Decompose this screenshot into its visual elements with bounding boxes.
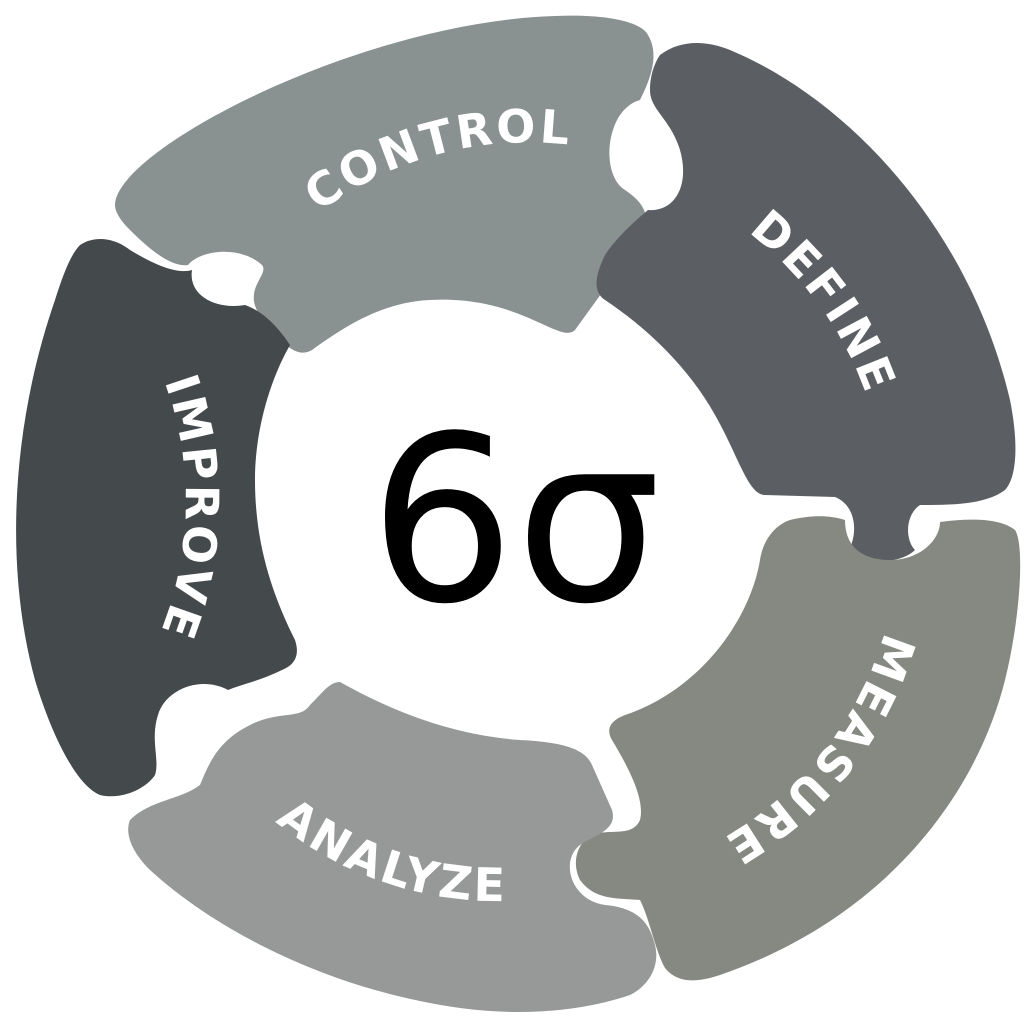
segment-improve: IMPROVE bbox=[16, 238, 297, 797]
center-symbol: 6σ bbox=[369, 388, 661, 655]
segment-analyze: ANALYZE bbox=[128, 682, 657, 1012]
segment-measure-shape bbox=[575, 516, 1021, 981]
segment-improve-shape bbox=[16, 238, 297, 797]
segment-define: DEFINE bbox=[596, 43, 1016, 562]
segment-control: CONTROL bbox=[115, 15, 654, 353]
segment-analyze-shape bbox=[128, 682, 657, 1012]
segment-control-shape bbox=[115, 15, 654, 353]
segment-measure: MEASURE bbox=[575, 516, 1021, 981]
segment-define-shape bbox=[596, 43, 1016, 562]
